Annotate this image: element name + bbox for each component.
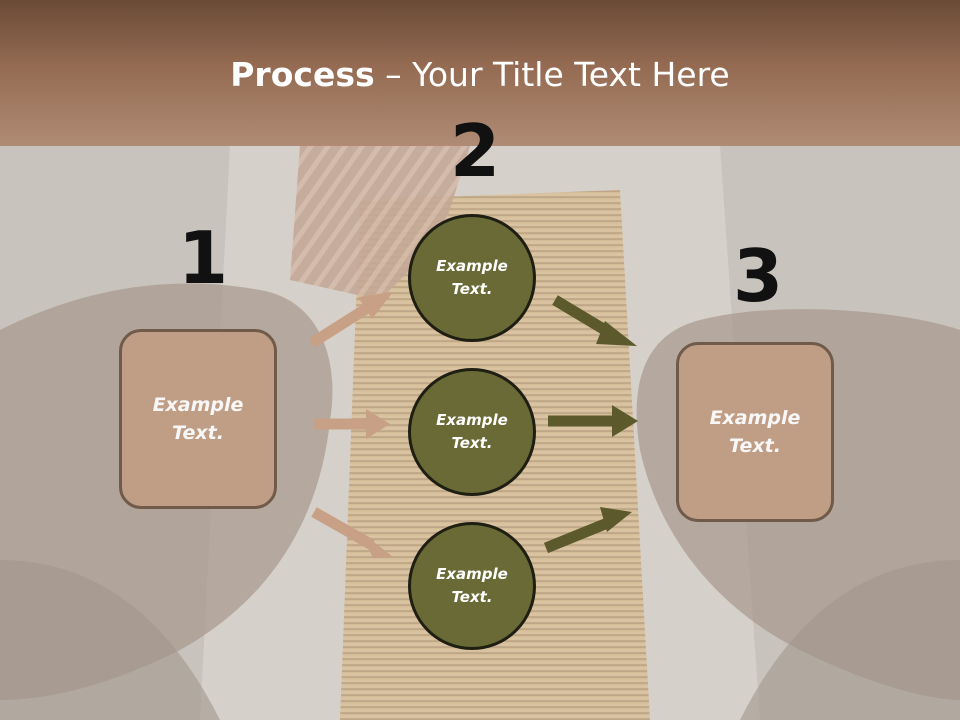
title-bold: Process [230,55,375,94]
step-1-box: Example Text. [119,329,277,509]
circle-middle-text: Example Text. [436,410,508,452]
circle-bottom-text: Example Text. [436,564,508,606]
step-2-circle-middle: Example Text. [408,368,536,496]
circle-top-text: Example Text. [436,256,508,298]
step-number-3: 3 [733,234,784,318]
step-2-circle-bottom: Example Text. [408,522,536,650]
title-rest: – Your Title Text Here [374,55,730,94]
title-bar: Process – Your Title Text Here [0,0,960,146]
slide-title: Process – Your Title Text Here [0,55,960,94]
step-2-circle-top: Example Text. [408,214,536,342]
step-1-text: Example Text. [152,393,244,445]
step-number-1: 1 [178,216,229,300]
step-3-box: Example Text. [676,342,834,522]
step-number-2: 2 [450,109,501,193]
step-3-text: Example Text. [709,406,801,458]
